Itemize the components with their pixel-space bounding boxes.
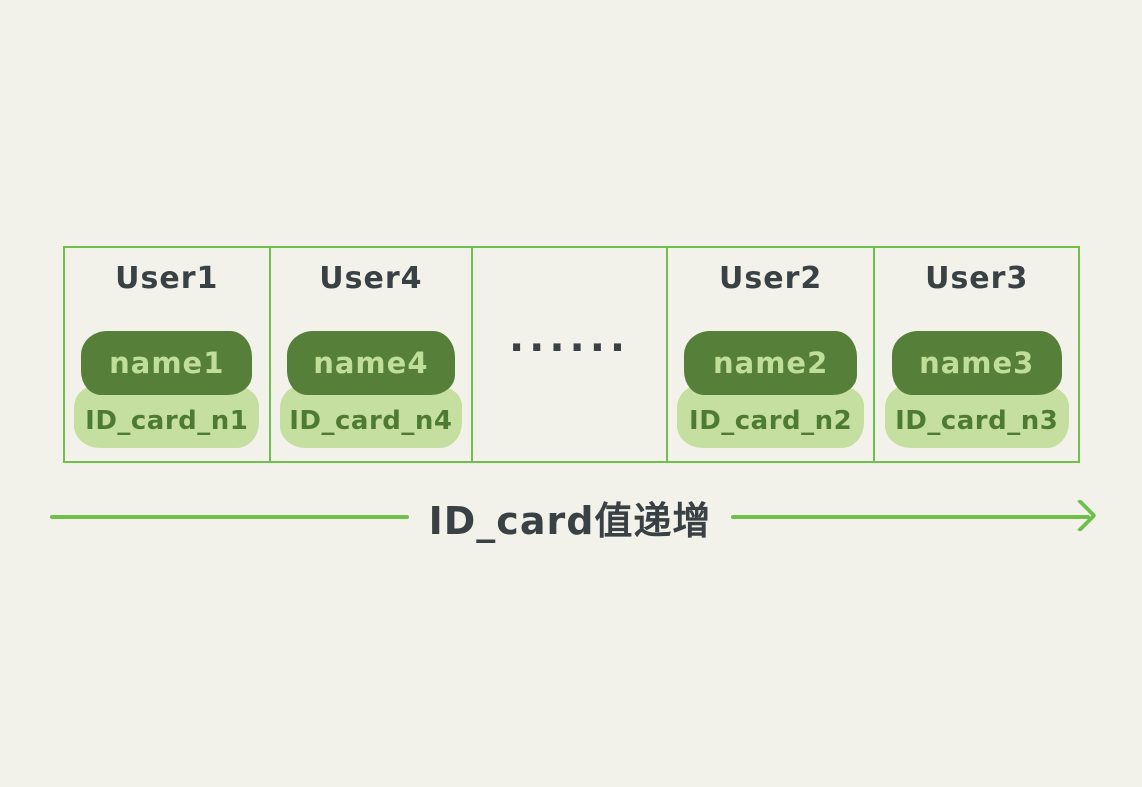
shard-table: User1 name1 ID_card_n1 User4 name4 ID_ca… [63,246,1080,463]
shard-cell-user4: User4 name4 ID_card_n4 [268,248,472,461]
id-card-pill: ID_card_n4 [279,386,463,448]
shard-cell-user2: User2 name2 ID_card_n2 [665,248,874,461]
name-pill: name2 [684,331,857,395]
id-card-pill: ID_card_n3 [884,386,1069,448]
id-card-pill: ID_card_n2 [677,386,865,448]
name-pill: name1 [81,331,253,395]
pill-stack: name3 ID_card_n3 [875,331,1078,448]
pill-stack: name1 ID_card_n1 [65,331,269,448]
arrow-line-left [50,515,409,519]
name-pill: name4 [286,331,456,395]
pill-stack: name2 ID_card_n2 [668,331,874,448]
arrowhead-right-icon [1063,498,1097,533]
user-title: User1 [115,261,219,296]
shard-cell-user1: User1 name1 ID_card_n1 [65,248,269,461]
name-pill: name3 [891,331,1062,395]
user-title: User2 [719,261,823,296]
shard-cell-user3: User3 name3 ID_card_n3 [873,248,1078,461]
ellipsis-dots: ······ [508,324,631,371]
arrow-label: ID_card值递增 [428,498,712,543]
id-card-increase-arrow: ID_card值递增 [50,488,1097,546]
user-title: User3 [925,261,1029,296]
id-card-pill: ID_card_n1 [74,386,260,448]
arrow-line-right [731,498,1097,533]
user-title: User4 [319,261,423,296]
pill-stack: name4 ID_card_n4 [271,331,472,448]
shard-cell-ellipsis: ······ [471,248,666,461]
